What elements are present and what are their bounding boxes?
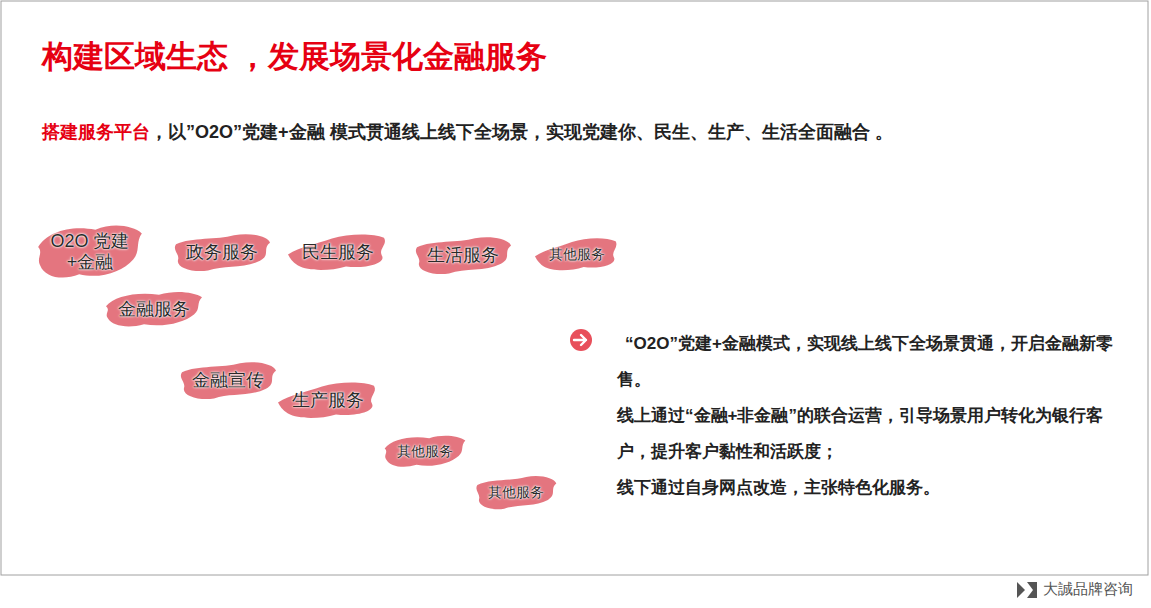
service-label: 政务服务 bbox=[186, 242, 258, 263]
service-brush-node: 生活服务 bbox=[413, 235, 513, 276]
service-label: 其他服务 bbox=[488, 484, 544, 500]
service-label: 金融服务 bbox=[118, 299, 190, 320]
service-brush-node: 民生服务 bbox=[288, 232, 388, 273]
description-line: 线下通过自身网点改造，主张特色化服务。 bbox=[617, 470, 1122, 506]
description-line: 线上通过“金融+非金融”的联合运营，引导场景用户转化为银行客户，提升客户黏性和活… bbox=[617, 398, 1122, 470]
service-brush-node: 生产服务 bbox=[278, 380, 378, 421]
arrow-icon bbox=[570, 329, 592, 351]
service-brush-node: 其他服务 bbox=[383, 433, 467, 470]
service-label: O2O 党建+金融 bbox=[50, 231, 130, 272]
service-label: 生产服务 bbox=[292, 390, 364, 411]
description-line: “O2O”党建+金融模式，实现线上线下全场景贯通，开启金融新零售。 bbox=[617, 326, 1122, 398]
service-label: 民生服务 bbox=[302, 242, 374, 263]
service-brush-node: 其他服务 bbox=[535, 236, 619, 273]
service-brush-node: 其他服务 bbox=[474, 474, 558, 511]
service-label: 生活服务 bbox=[427, 245, 499, 266]
subtitle-lead: 搭建服务平台 bbox=[42, 122, 150, 142]
service-label: 其他服务 bbox=[397, 443, 453, 459]
service-brush-node: 金融服务 bbox=[104, 289, 204, 330]
service-brush-node: O2O 党建+金融 bbox=[36, 221, 144, 283]
subtitle-row: 搭建服务平台，以”O2O”党建+金融 模式贯通线上线下全场景，实现党建你、民生、… bbox=[42, 120, 893, 144]
subtitle-text: ，以”O2O”党建+金融 模式贯通线上线下全场景，实现党建你、民生、生产、生活全… bbox=[150, 122, 893, 142]
slide-title: 构建区域生态 ，发展场景化金融服务 bbox=[42, 36, 547, 78]
service-label: 其他服务 bbox=[549, 246, 605, 262]
service-label: 金融宣传 bbox=[192, 370, 264, 391]
service-brush-node: 金融宣传 bbox=[178, 360, 278, 401]
watermark: 大誠品牌咨询 bbox=[1043, 580, 1133, 599]
description-block: “O2O”党建+金融模式，实现线上线下全场景贯通，开启金融新零售。线上通过“金融… bbox=[617, 326, 1122, 506]
service-brush-node: 政务服务 bbox=[172, 232, 272, 273]
brand-logo bbox=[1017, 582, 1037, 598]
slide-frame bbox=[1, 1, 1148, 575]
